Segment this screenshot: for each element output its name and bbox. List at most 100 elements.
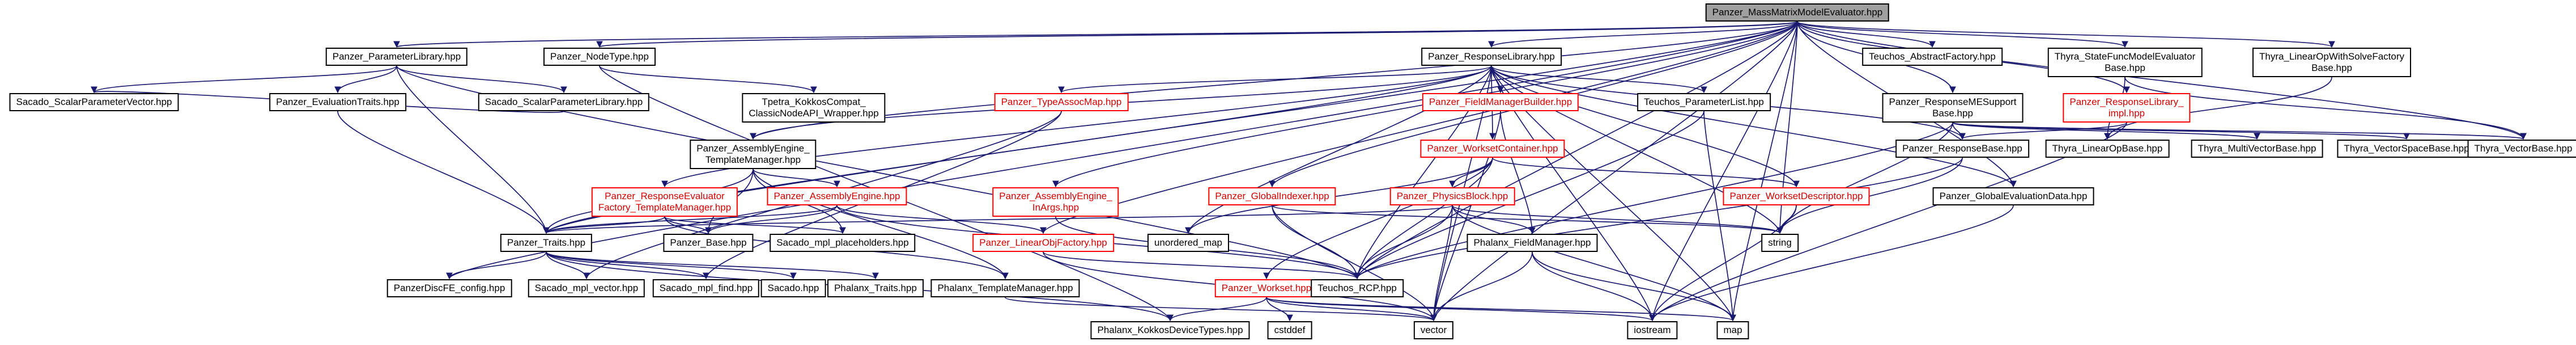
graph-node-mplfind[interactable]: Sacado_mpl_find.hpp (652, 279, 760, 297)
graph-node-ssplib[interactable]: Sacado_ScalarParameterLibrary.hpp (478, 93, 650, 111)
graph-node-typeassoc[interactable]: Panzer_TypeAssocMap.hpp (994, 93, 1129, 111)
include-edge (396, 65, 567, 94)
graph-node-abstractfactory[interactable]: Teuchos_AbstractFactory.hpp (1862, 48, 2003, 66)
include-edge (1649, 21, 1798, 322)
include-edge (546, 251, 879, 280)
graph-node-thyravec[interactable]: Thyra_VectorBase.hpp (2467, 140, 2576, 158)
graph-node-resplibimpl[interactable]: Panzer_ResponseLibrary_ impl.hpp (2063, 93, 2191, 123)
include-edge (664, 216, 712, 234)
include-edge (337, 111, 550, 234)
graph-node-main: Panzer_MassMatrixModelEvaluator.hpp (1705, 3, 1890, 22)
graph-node-aeinargs[interactable]: Panzer_AssemblyEngine_ InArgs.hpp (992, 187, 1119, 217)
include-edge (1532, 251, 1656, 322)
include-edge (1354, 157, 1493, 280)
include-edge (546, 251, 709, 280)
graph-node-phxtm[interactable]: Phalanx_TemplateManager.hpp (930, 279, 1080, 297)
graph-node-physblock[interactable]: Panzer_PhysicsBlock.hpp (1389, 187, 1515, 205)
include-edge (1491, 65, 1707, 94)
include-edge (543, 216, 665, 234)
graph-node-traits[interactable]: Panzer_Traits.hpp (500, 234, 593, 252)
include-edge (1952, 122, 1966, 140)
graph-node-mplvector[interactable]: Sacado_mpl_vector.hpp (528, 279, 645, 297)
include-edge (1452, 205, 1736, 322)
graph-node-statefuncme[interactable]: Thyra_StateFuncModelEvaluator Base.hpp (2047, 48, 2203, 77)
include-edge (1959, 122, 2127, 140)
include-edge (1952, 122, 2410, 140)
graph-node-aetm[interactable]: Panzer_AssemblyEngine_ TemplateManager.h… (690, 140, 817, 169)
include-edge (1167, 297, 1267, 322)
include-edge (599, 65, 817, 94)
include-edge (1952, 122, 2260, 140)
include-edge (1500, 111, 1536, 234)
graph-node-string[interactable]: string (1761, 234, 1799, 252)
graph-node-cstddef[interactable]: cstddef (1267, 321, 1312, 339)
graph-node-phxtraits[interactable]: Phalanx_Traits.hpp (827, 279, 924, 297)
include-edge (1492, 157, 1800, 188)
include-edge (1005, 297, 1437, 322)
graph-node-unorderedmap[interactable]: unordered_map (1147, 234, 1230, 252)
graph-node-teuchospl[interactable]: Teuchos_ParameterList.hpp (1637, 93, 1771, 111)
graph-node-wkstdesc[interactable]: Panzer_WorksetDescriptor.hpp (1723, 187, 1870, 205)
include-edge (1430, 205, 1453, 322)
include-edge (1488, 21, 1798, 48)
graph-node-evaltraits[interactable]: Panzer_EvaluationTraits.hpp (269, 93, 406, 111)
include-edge (1491, 65, 1800, 188)
graph-node-vector[interactable]: vector (1413, 321, 1454, 339)
include-edge (1797, 21, 1936, 48)
graph-node-fmb[interactable]: Panzer_FieldManagerBuilder.hpp (1422, 93, 1579, 111)
include-edge (396, 65, 550, 234)
graph-node-wkstcontainer[interactable]: Panzer_WorksetContainer.hpp (1420, 140, 1565, 158)
include-edge (1354, 157, 1963, 280)
include-edge (1272, 205, 1437, 322)
include-edge (1272, 205, 1783, 234)
graph-node-sspvec[interactable]: Sacado_ScalarParameterVector.hpp (9, 93, 179, 111)
include-edge (91, 65, 397, 94)
include-edge (394, 21, 1798, 48)
include-edge (1491, 65, 2017, 188)
include-edge (1729, 21, 1798, 322)
include-edge (1263, 157, 1493, 280)
graph-node-thyramv[interactable]: Thyra_MultiVectorBase.hpp (2191, 140, 2323, 158)
include-edge (1797, 21, 2128, 48)
include-edge (546, 251, 797, 280)
graph-node-respbase[interactable]: Panzer_ResponseBase.hpp (1895, 140, 2029, 158)
graph-node-rcp[interactable]: Teuchos_RCP.hpp (1311, 279, 1404, 297)
graph-node-reftm[interactable]: Panzer_ResponseEvaluator Factory_Templat… (591, 187, 738, 217)
include-edge (1952, 122, 2527, 140)
graph-node-paramlib[interactable]: Panzer_ParameterLibrary.hpp (325, 48, 468, 66)
graph-node-tpetrakokkos[interactable]: Tpetra_KokkosCompat_ ClassicNodeAPI_Wrap… (742, 93, 886, 123)
graph-node-config[interactable]: PanzerDiscFE_config.hpp (386, 279, 512, 297)
graph-node-iostream[interactable]: iostream (1627, 321, 1678, 339)
include-edge (1776, 205, 1797, 234)
include-edge (1266, 297, 1293, 322)
graph-node-nodetype[interactable]: Panzer_NodeType.hpp (543, 48, 656, 66)
include-edge (1430, 251, 1533, 322)
graph-node-respme[interactable]: Panzer_ResponseMESupport Base.hpp (1882, 93, 2024, 123)
include-edge (750, 21, 1798, 140)
include-edge (1452, 205, 1536, 234)
graph-node-phxfm[interactable]: Phalanx_FieldManager.hpp (1466, 234, 1598, 252)
graph-node-base[interactable]: Panzer_Base.hpp (663, 234, 754, 252)
include-edge (1266, 297, 1437, 322)
graph-node-globaleval[interactable]: Panzer_GlobalEvaluationData.hpp (1932, 187, 2094, 205)
include-edge (1449, 157, 1493, 188)
graph-node-thyralinop[interactable]: Thyra_LinearOpBase.hpp (2045, 140, 2170, 158)
include-edge (446, 251, 547, 280)
graph-node-lof[interactable]: Panzer_LinearObjFactory.hpp (972, 234, 1114, 252)
include-edge (1272, 205, 1361, 280)
graph-node-lowsf[interactable]: Thyra_LinearOpWithSolveFactory Base.hpp (2252, 48, 2412, 77)
graph-node-globalindexer[interactable]: Panzer_GlobalIndexer.hpp (1208, 187, 1336, 205)
graph-node-workset[interactable]: Panzer_Workset.hpp (1214, 279, 1319, 297)
include-edge (1703, 111, 1736, 322)
graph-node-asmengine[interactable]: Panzer_AssemblyEngine.hpp (767, 187, 907, 205)
include-edge (1491, 65, 1504, 94)
graph-node-thyravs[interactable]: Thyra_VectorSpaceBase.hpp (2337, 140, 2476, 158)
graph-node-map[interactable]: map (1716, 321, 1749, 339)
include-edge (1266, 297, 1656, 322)
include-edge (1354, 205, 1453, 280)
graph-node-resplib[interactable]: Panzer_ResponseLibrary.hpp (1421, 48, 1562, 66)
graph-node-sacado[interactable]: Sacado.hpp (760, 279, 826, 297)
graph-node-phxkokkos[interactable]: Phalanx_KokkosDeviceTypes.hpp (1090, 321, 1250, 339)
graph-node-mplplace[interactable]: Sacado_mpl_placeholders.hpp (770, 234, 916, 252)
